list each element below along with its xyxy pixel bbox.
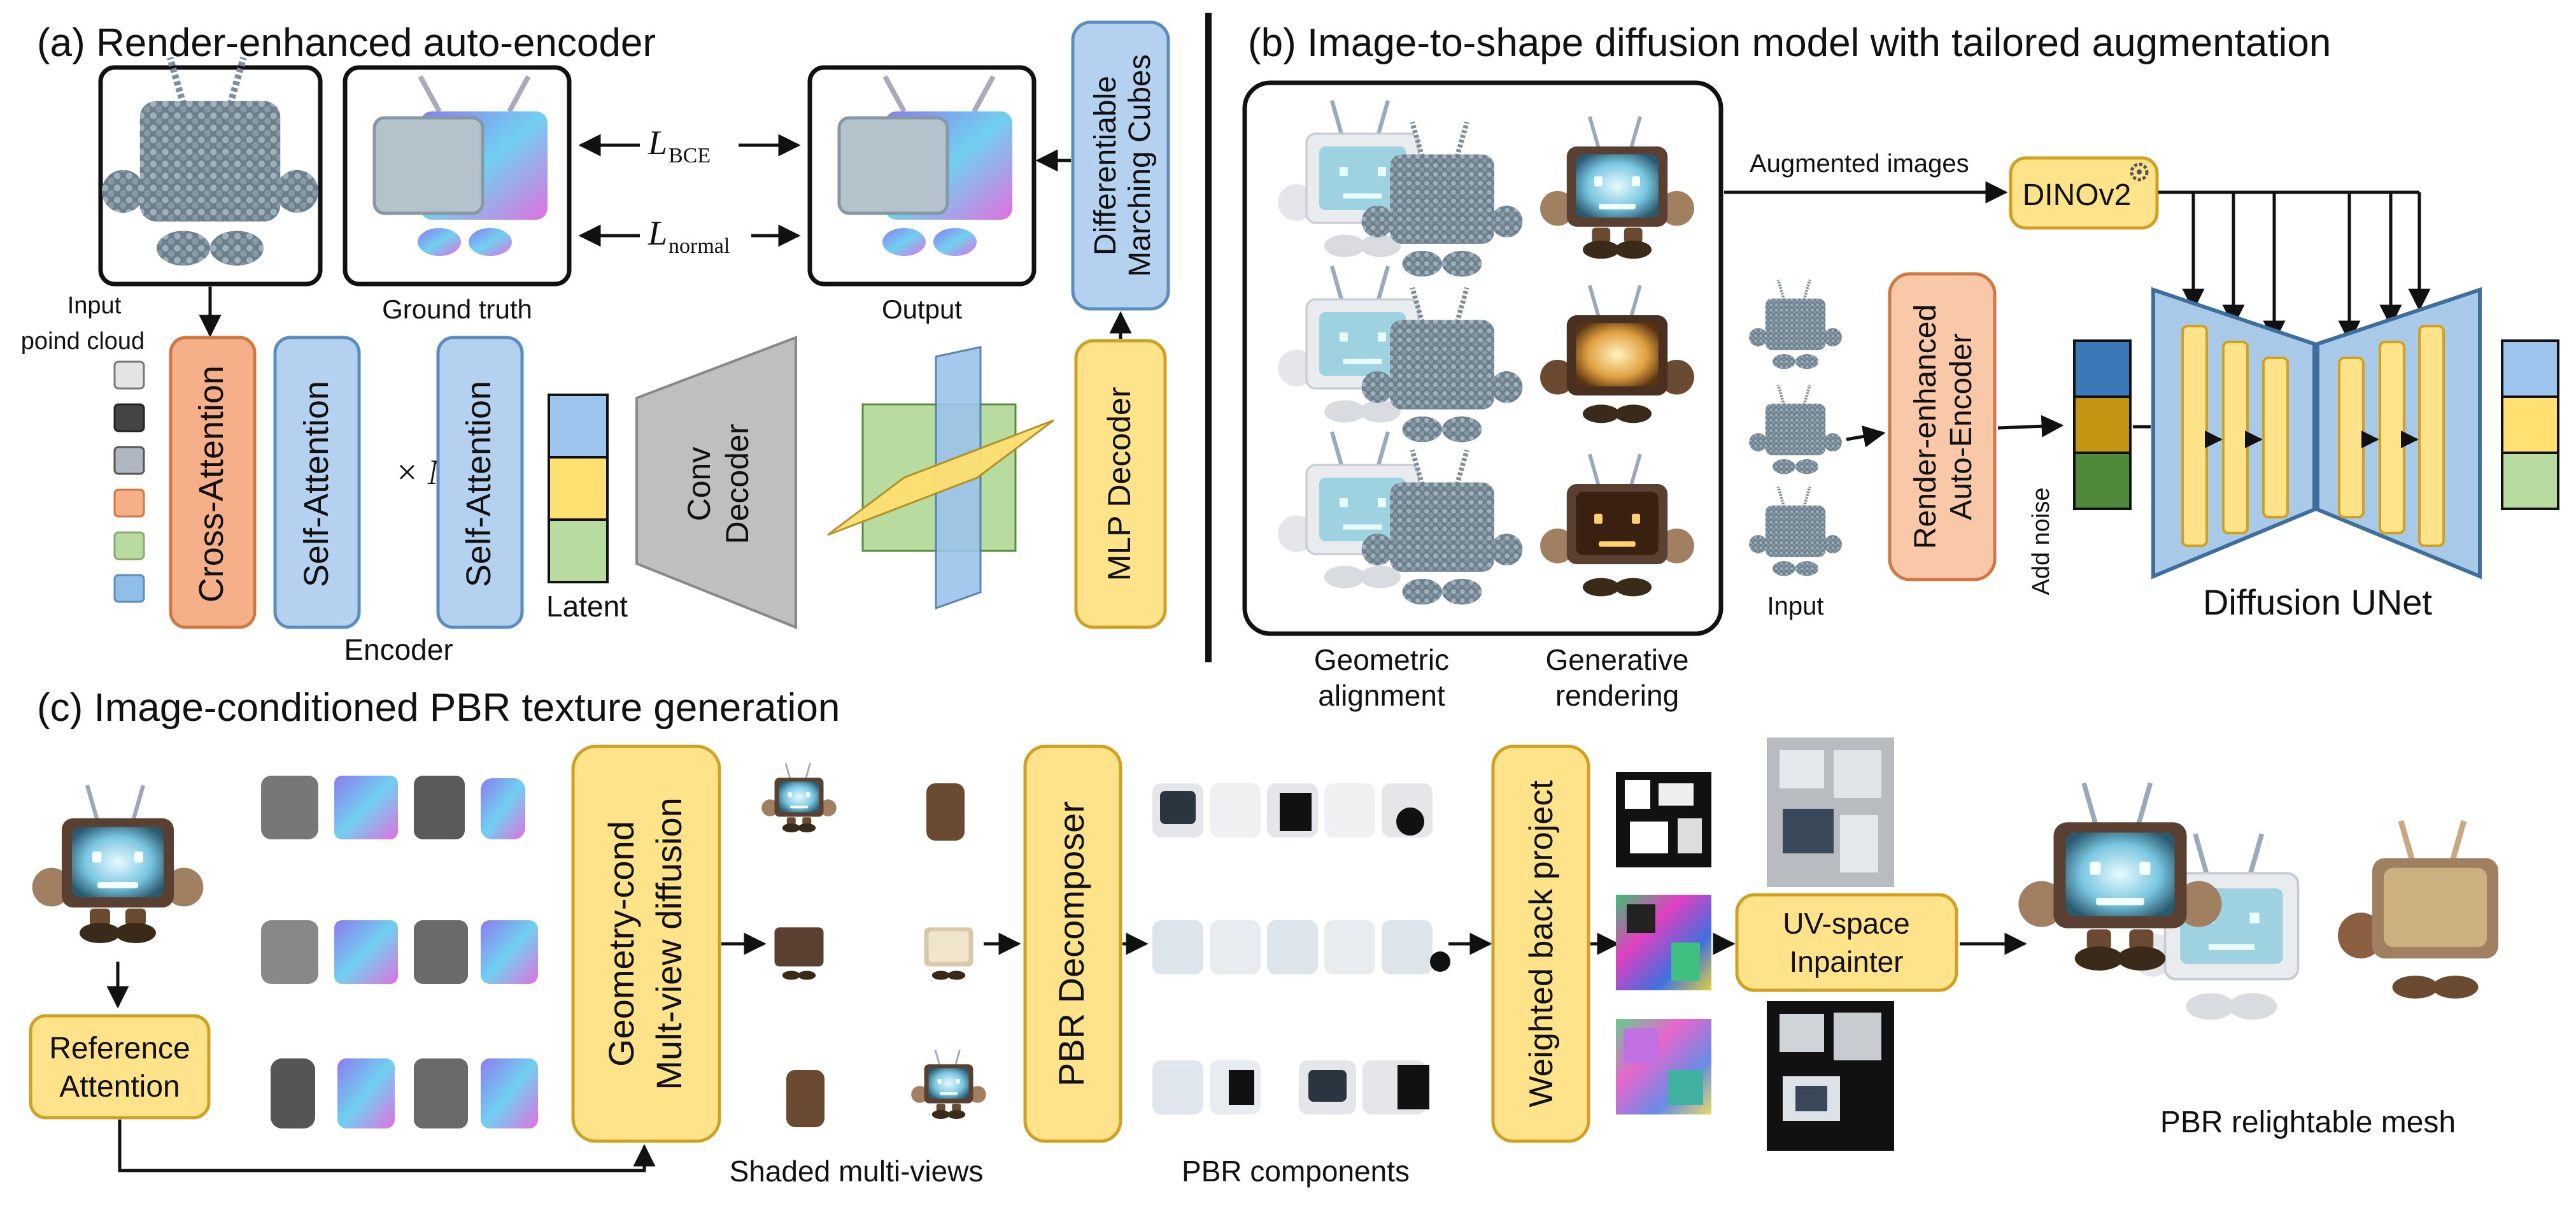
latent-label: Latent	[546, 590, 628, 623]
render-ae-label-1: Render-enhanced	[1909, 304, 1943, 549]
noisy-latent-stack	[2073, 339, 2132, 510]
mlp-decoder-block	[1074, 339, 1167, 629]
render-ae-block	[1888, 272, 1997, 581]
pbr-decomposer-label: PBR Decomposer	[1051, 801, 1091, 1086]
output-latent-stack	[2501, 339, 2559, 510]
triplane-illustration	[827, 346, 1054, 610]
loss-bce-subscript: BCE	[669, 144, 711, 167]
section-c-title: (c) Image-conditioned PBR texture genera…	[37, 686, 840, 730]
marching-cubes-label-2: Marching Cubes	[1123, 54, 1157, 277]
dinov2-label: DINOv2	[2023, 178, 2132, 212]
conv-decoder-block	[635, 336, 797, 629]
input-b-label: Input	[1767, 592, 1824, 620]
geometric-alignment-label-2: alignment	[1318, 679, 1445, 712]
dino-condition-arrows	[2158, 190, 2431, 343]
shaded-multiviews-label: Shaded multi-views	[730, 1155, 984, 1188]
conv-decoder-label-2: Decoder	[719, 424, 755, 544]
augmented-images-label: Augmented images	[1750, 150, 1969, 178]
input-to-ae-arrow	[1846, 425, 1886, 448]
generative-rendering-images	[1540, 117, 1694, 597]
conv-decoder-label-1: Conv	[681, 447, 717, 522]
texture-preview-images	[1767, 737, 1894, 1151]
dinov2-block	[2009, 156, 2159, 230]
diffusion-unet-label: Diffusion UNet	[2203, 582, 2432, 622]
gear-icon	[2130, 162, 2149, 182]
self-attention-label-1: Self-Attention	[297, 381, 336, 587]
mlp-decoder-label: MLP Decoder	[1101, 387, 1137, 581]
self-attention-block-1	[273, 336, 361, 629]
input-point-cloud-label-1: Input	[67, 292, 122, 319]
cross-attention-block	[169, 336, 257, 629]
pbr-component-images	[1152, 783, 1450, 1114]
ref-attention-to-diffusion-arrow	[118, 1120, 656, 1172]
input-point-cloud-label-2: poind cloud	[21, 328, 145, 355]
self-attention-block-2	[436, 336, 524, 629]
marching-cubes-block	[1071, 20, 1170, 311]
uv-inpainter-label-1: UV-space	[1783, 907, 1909, 940]
loss-normal-subscript: normal	[669, 234, 730, 258]
generative-rendering-label-2: rendering	[1555, 679, 1679, 712]
encoder-label: Encoder	[344, 633, 453, 666]
input-token-column	[113, 360, 145, 603]
weighted-back-project-label: Weighted back project	[1523, 780, 1560, 1107]
ground-truth-label: Ground truth	[382, 294, 532, 324]
output-label: Output	[882, 294, 962, 324]
section-a-title: (a) Render-enhanced auto-encoder	[37, 21, 656, 65]
pbr-relightable-mesh-label: PBR relightable mesh	[2160, 1106, 2456, 1139]
shaded-multiview-images	[760, 762, 987, 1127]
reference-image	[32, 785, 204, 943]
pbr-relightable-mesh-images	[2018, 783, 2498, 1020]
uv-inpainter-label-2: Inpainter	[1789, 945, 1903, 978]
geometry-cond-label-2: Mult-view diffusion	[649, 797, 689, 1090]
add-noise-label: Add noise	[2028, 487, 2055, 595]
marching-cubes-label-1: Differentiable	[1089, 76, 1122, 255]
geometry-cond-label-1: Geometry-cond	[601, 821, 641, 1067]
reference-attention-block	[29, 1014, 211, 1120]
weighted-back-project-block	[1491, 744, 1590, 1143]
ground-truth-image	[372, 75, 548, 256]
geometric-alignment-label-1: Geometric	[1314, 643, 1449, 676]
loss-normal-symbol: L	[648, 214, 667, 252]
ae-to-noisy-latent-arrow	[1997, 415, 2064, 438]
unet-feature-blocks	[2181, 325, 2445, 547]
uv-map-images	[1616, 772, 1711, 1114]
cross-attention-label: Cross-Attention	[192, 366, 230, 602]
section-b-title: (b) Image-to-shape diffusion model with …	[1248, 21, 2331, 65]
input-b-images	[1749, 280, 1842, 576]
self-attention-label-2: Self-Attention	[460, 381, 498, 587]
render-ae-label-2: Auto-Encoder	[1944, 333, 1978, 520]
pbr-decomposer-block	[1023, 744, 1122, 1143]
pbr-components-label: PBR components	[1182, 1155, 1410, 1188]
latent-stack	[548, 394, 609, 583]
geometry-cond-diffusion-block	[571, 744, 721, 1143]
geometric-alignment-images	[1278, 101, 1522, 604]
reference-attention-label-1: Reference	[49, 1032, 190, 1065]
uv-inpainter-block	[1735, 893, 1958, 992]
output-image	[837, 75, 1012, 256]
geometry-condition-grid	[261, 776, 538, 1128]
loss-bce-symbol: L	[648, 124, 667, 162]
reference-attention-label-2: Attention	[59, 1070, 180, 1104]
generative-rendering-label-1: Generative	[1545, 643, 1688, 676]
